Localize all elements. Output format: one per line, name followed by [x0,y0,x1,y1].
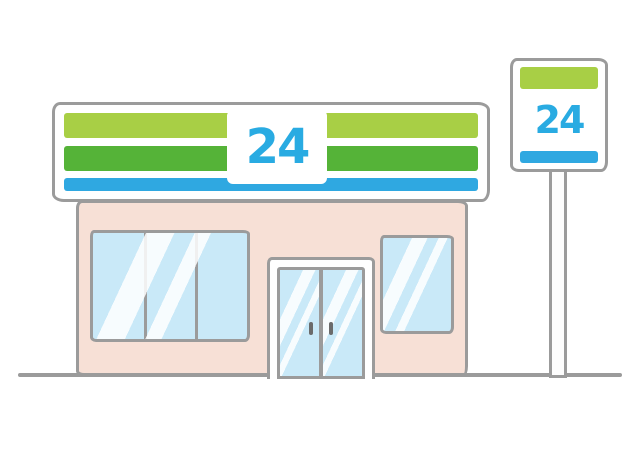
sign-hours-box: 24 [227,110,327,184]
storefront-sign: 24 [52,102,490,202]
door-handle-right [329,322,333,335]
pole-sign-stripe-blue [520,151,598,163]
glass-shine [280,270,319,376]
left-window [90,230,250,342]
pole-sign: 24 [510,58,608,172]
door-left-panel [277,267,321,379]
glass-shine [383,238,451,331]
store-facade [76,200,468,379]
right-window [380,235,454,334]
window-pane-divider [143,233,147,339]
sign-pole [549,168,567,378]
glass-shine [93,233,247,339]
door-right-panel [321,267,365,379]
sign-stripe-blue [64,178,478,191]
sign-hours-text: 24 [245,119,311,175]
entrance-door [267,257,375,379]
pole-sign-stripe-light-green [520,67,598,89]
window-pane-divider [194,233,198,339]
pole-sign-hours-text: 24 [534,98,586,142]
door-handle-left [309,322,313,335]
